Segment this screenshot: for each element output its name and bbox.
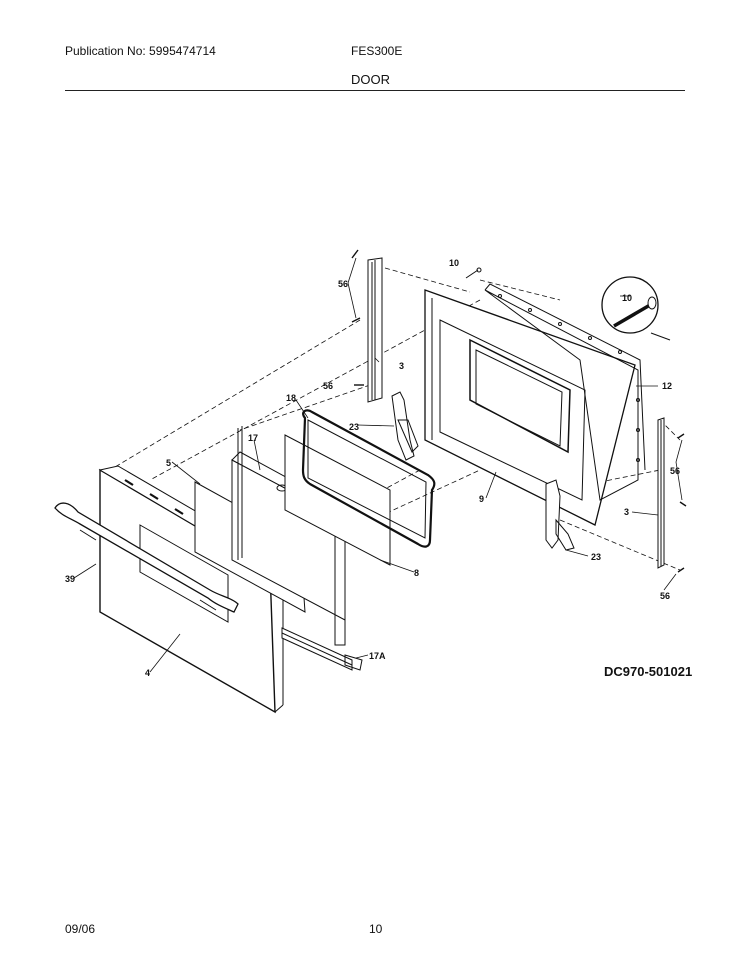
- callout-56: 56: [660, 591, 670, 601]
- callout-39: 39: [65, 574, 75, 584]
- bottom-trim-17a: [281, 627, 363, 671]
- publication-date: 09/06: [65, 922, 96, 936]
- callout-56: 56: [323, 381, 333, 391]
- hinge-lower: [545, 479, 575, 551]
- publication-number: Publication No: 5995474714: [65, 44, 216, 58]
- left-channel-3: [367, 257, 383, 403]
- hinge-upper: [391, 391, 419, 461]
- callout-10-detail: 10: [622, 293, 632, 303]
- callout-8: 8: [414, 568, 419, 578]
- callout-23: 23: [349, 422, 359, 432]
- screws-56: [351, 249, 687, 573]
- callout-3: 3: [399, 361, 404, 371]
- callout-9: 9: [479, 494, 484, 504]
- header-rule: [65, 90, 685, 91]
- callout-labels: 10 10 56 56 56 56 3 3 12 18 17 5 23 23 9…: [65, 258, 680, 678]
- callout-4: 4: [145, 668, 150, 678]
- callout-10: 10: [449, 258, 459, 268]
- screw-detail-bubble: [601, 276, 671, 341]
- callout-56: 56: [670, 466, 680, 476]
- section-title: DOOR: [351, 72, 390, 87]
- back-panel-12: [484, 283, 646, 501]
- callout-17: 17: [248, 433, 258, 443]
- callout-3: 3: [624, 507, 629, 517]
- leader-lines: [73, 257, 683, 673]
- callout-5: 5: [166, 458, 171, 468]
- inner-door-liner-9: [424, 289, 636, 526]
- model-number: FES300E: [351, 44, 403, 58]
- callout-23: 23: [591, 552, 601, 562]
- callout-18: 18: [286, 393, 296, 403]
- callout-17a: 17A: [369, 651, 386, 661]
- page-number: 10: [369, 922, 383, 936]
- screw-10: [465, 267, 482, 279]
- callout-12: 12: [662, 381, 672, 391]
- door-seal-18: [301, 409, 436, 548]
- door-handle: [54, 502, 239, 613]
- callout-56: 56: [338, 279, 348, 289]
- diagram-code: DC970-501021: [604, 664, 693, 679]
- right-channel-3: [657, 417, 665, 569]
